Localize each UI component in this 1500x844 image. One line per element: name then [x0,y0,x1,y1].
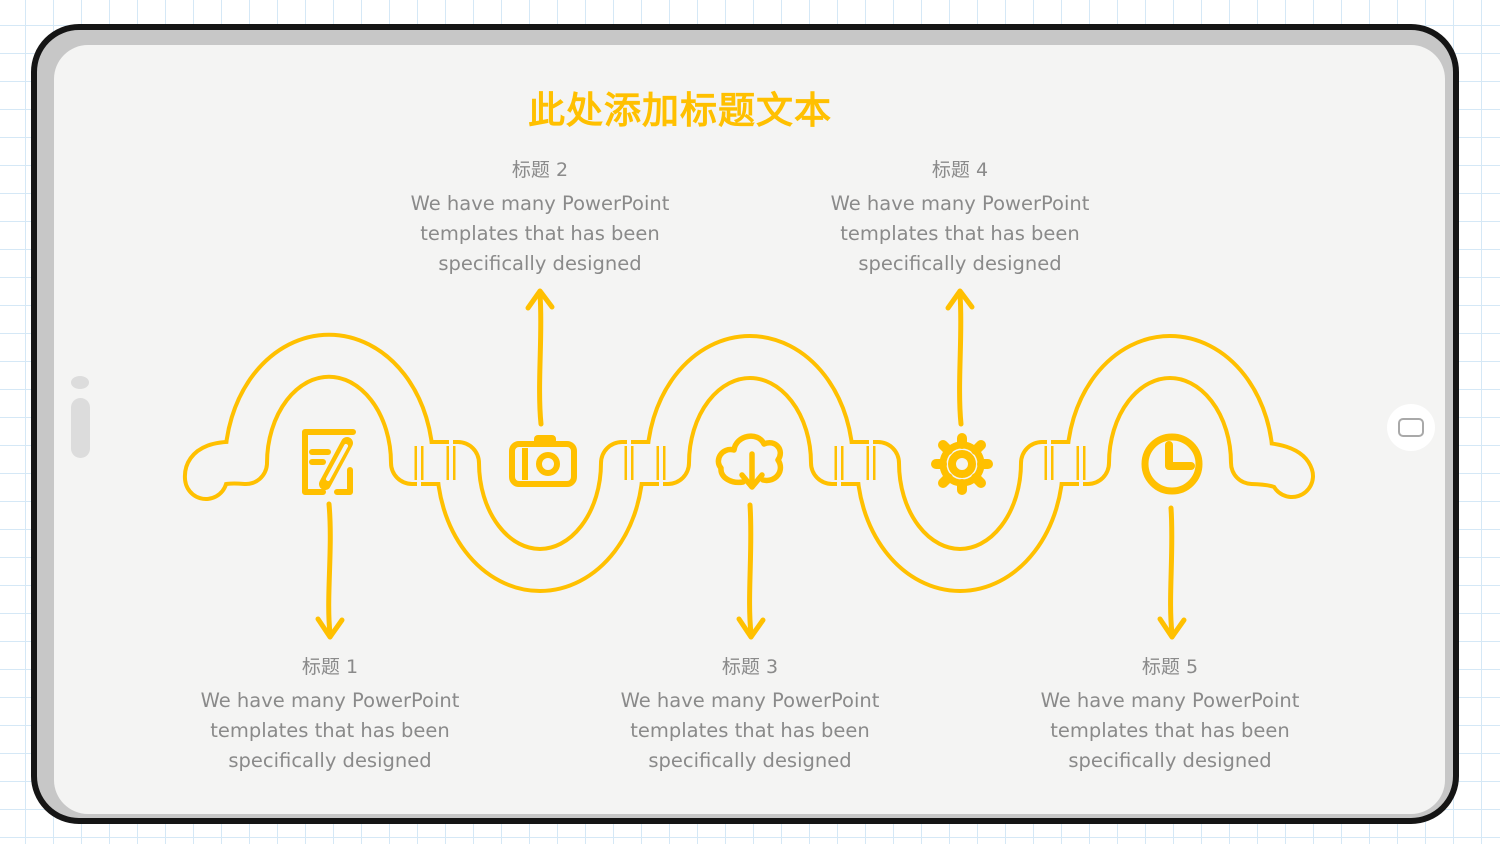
section-body: We have many PowerPoint templates that h… [1040,689,1300,772]
section-label-5: 标题 5 We have many PowerPoint templates t… [1010,652,1330,776]
section-heading: 标题 1 [301,656,359,678]
section-body: We have many PowerPoint templates that h… [410,192,670,275]
section-body: We have many PowerPoint templates that h… [200,689,460,772]
section-label-2: 标题 2 We have many PowerPoint templates t… [380,155,700,279]
section-heading: 标题 4 [931,159,989,181]
section-body: We have many PowerPoint templates that h… [830,192,1090,275]
section-label-1: 标题 1 We have many PowerPoint templates t… [170,652,490,776]
section-label-3: 标题 3 We have many PowerPoint templates t… [590,652,910,776]
stylus-bar-decoration [71,398,90,458]
slide-title: 此处添加标题文本 [528,89,832,132]
section-heading: 标题 3 [721,656,779,678]
stylus-dot-decoration [71,376,89,389]
section-heading: 标题 2 [511,159,569,181]
section-heading: 标题 5 [1141,656,1199,678]
section-label-4: 标题 4 We have many PowerPoint templates t… [800,155,1120,279]
section-body: We have many PowerPoint templates that h… [620,689,880,772]
home-button-icon [1387,404,1435,451]
